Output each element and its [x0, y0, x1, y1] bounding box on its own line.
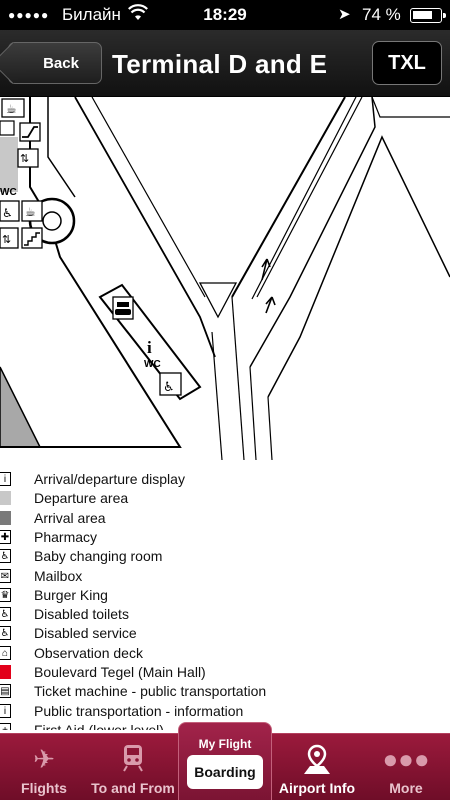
baby-changing-icon: ♿	[0, 549, 11, 564]
cafe-icon	[21, 200, 43, 222]
legend-item: ⌂ Observation deck	[0, 644, 450, 663]
legend-label: Disabled toilets	[34, 606, 129, 623]
departure-area-shape	[0, 137, 18, 192]
tab-flights[interactable]: ✈ Flights	[0, 734, 88, 800]
departure-area-swatch	[0, 491, 11, 506]
my-flight-tab[interactable]: My Flight Boarding	[178, 722, 272, 800]
elevator-icon	[0, 227, 19, 249]
legend-label: First Aid (lower level)	[34, 721, 164, 730]
legend-item: ♿ Baby changing room	[0, 547, 450, 566]
car-rental-icon	[112, 296, 134, 320]
svg-text:☕: ☕	[6, 102, 17, 116]
legend-item: Arrival area	[0, 509, 450, 528]
first-aid-icon: +	[0, 722, 11, 730]
page-title: Terminal D and E	[112, 49, 328, 79]
legend-label: Arrival area	[34, 509, 106, 526]
tab-airport-info-label: Airport Info	[278, 780, 356, 796]
legend-label: Burger King	[34, 586, 108, 603]
tab-airport-info[interactable]: Airport Info	[272, 734, 362, 800]
svg-text:♿: ♿	[2, 206, 13, 220]
train-icon	[88, 744, 178, 774]
pharmacy-icon: ✚	[0, 529, 11, 544]
location-arrow-icon: ➤	[338, 6, 351, 23]
svg-text:⇅: ⇅	[20, 152, 29, 165]
carrier-name: Билайн	[62, 5, 121, 24]
legend-item: + First Aid (lower level)	[0, 721, 450, 730]
disabled-wc-icon	[159, 372, 182, 396]
tab-more[interactable]: ●●● More	[362, 734, 450, 800]
tab-to-and-from[interactable]: To and From	[88, 734, 178, 800]
my-flight-title: My Flight	[198, 737, 252, 751]
terminal-map[interactable]: i WC ♿ ☕ ⇅ WC ♿ ☕ ⇅	[0, 97, 450, 460]
arrival-area-shape	[0, 366, 42, 448]
legend-label: Observation deck	[34, 644, 143, 661]
one-way-arrow-icon	[261, 258, 271, 281]
disabled-wc-icon	[0, 200, 20, 222]
legend-item: ♿ Disabled toilets	[0, 605, 450, 624]
yield-marker-icon	[198, 282, 238, 319]
disabled-toilets-icon: ♿	[0, 607, 11, 622]
disabled-service-icon: ♿	[0, 626, 11, 641]
one-way-arrow-icon	[265, 296, 276, 314]
terminal-map-drawing: i WC ♿ ☕ ⇅ WC ♿ ☕ ⇅	[0, 97, 450, 460]
information-icon: i	[147, 338, 152, 357]
airport-code-button[interactable]: TXL	[372, 41, 442, 85]
main-hall-swatch	[0, 665, 11, 679]
tab-more-label: More	[389, 780, 423, 796]
legend-label: Departure area	[34, 490, 129, 507]
burger-king-icon: ♛	[0, 587, 11, 602]
wc-icon	[0, 120, 15, 136]
airplane-icon: ✈	[33, 744, 55, 774]
arrival-area-swatch	[0, 510, 11, 525]
transport-info-icon: i	[0, 703, 11, 718]
tab-to-and-from-label: To and From	[91, 780, 175, 796]
boarding-button[interactable]: Boarding	[187, 755, 263, 789]
legend-label: Ticket machine - public transportation	[34, 683, 267, 700]
legend-label: Arrival/departure display	[34, 471, 185, 487]
legend-item: ✉ Mailbox	[0, 567, 450, 586]
elevator-icon	[17, 148, 39, 168]
legend-label: Pharmacy	[34, 528, 98, 545]
tab-flights-label: Flights	[21, 780, 67, 796]
map-pin-icon	[272, 744, 362, 774]
svg-text:WC: WC	[0, 187, 17, 198]
navigation-bar: Back Terminal D and E TXL	[0, 30, 450, 97]
ticket-machine-icon: ▤	[0, 684, 11, 699]
info-display-icon: i	[0, 472, 11, 486]
signal-strength-icon: ●●●●●	[8, 8, 50, 22]
legend-item: ♿ Disabled service	[0, 624, 450, 643]
legend-item: i Public transportation - information	[0, 702, 450, 721]
legend-item: Departure area	[0, 489, 450, 508]
legend-label: Mailbox	[34, 567, 83, 584]
svg-text:☕: ☕	[25, 205, 36, 219]
wifi-icon	[128, 4, 148, 27]
battery-percent: 74 %	[362, 5, 401, 24]
legend-item: i Arrival/departure display	[0, 470, 450, 489]
legend-item: ✚ Pharmacy	[0, 528, 450, 547]
observation-deck-icon: ⌂	[0, 645, 11, 660]
legend-item: Boulevard Tegel (Main Hall)	[0, 663, 450, 682]
legend-item: ♛ Burger King	[0, 586, 450, 605]
clock: 18:29	[203, 5, 247, 24]
legend-label: Disabled service	[34, 625, 137, 642]
legend-label: Public transportation - information	[34, 702, 244, 719]
svg-text:♿: ♿	[163, 380, 175, 395]
wc-icon: WC	[144, 359, 161, 370]
battery-icon	[410, 8, 446, 23]
svg-text:⇅: ⇅	[2, 233, 11, 246]
status-bar: ●●●●● Билайн 18:29 ➤ 74 %	[0, 0, 450, 30]
legend-label: Boulevard Tegel (Main Hall)	[34, 664, 206, 680]
legend-label: Baby changing room	[34, 548, 163, 565]
back-button[interactable]: Back	[8, 42, 102, 84]
legend-item: ▤ Ticket machine - public transportation	[0, 682, 450, 701]
cafe-icon	[1, 98, 25, 118]
more-dots-icon: ●●●	[382, 744, 430, 774]
mailbox-icon: ✉	[0, 568, 11, 583]
back-button-label: Back	[43, 54, 79, 72]
